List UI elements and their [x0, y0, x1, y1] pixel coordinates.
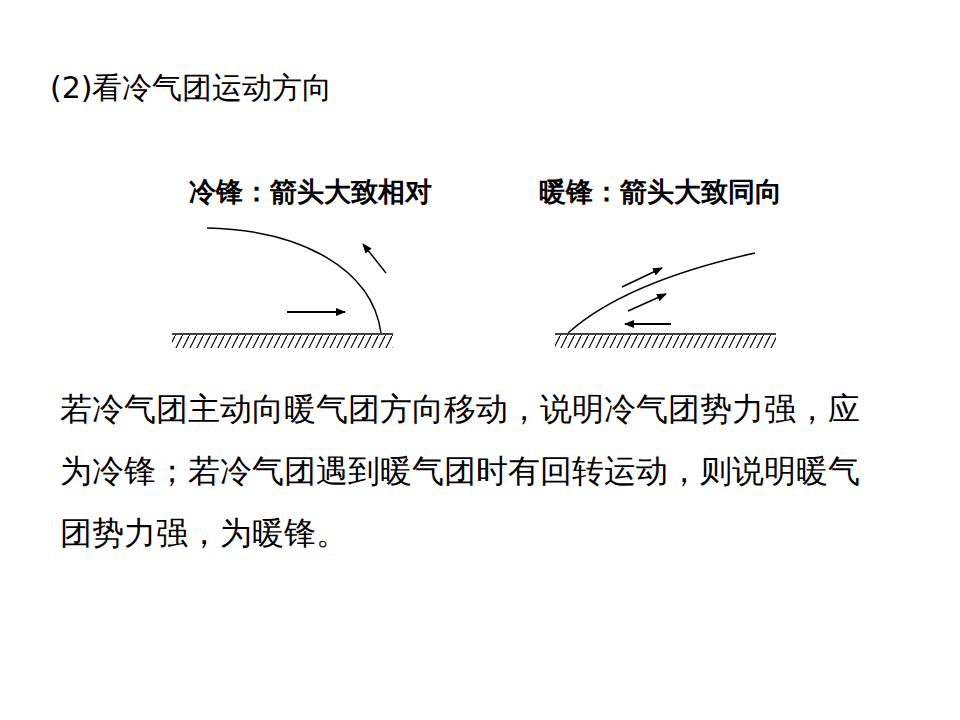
ground-line	[172, 333, 393, 335]
ground-line	[555, 333, 776, 335]
ground-hatching	[172, 335, 393, 348]
front-surface	[568, 253, 755, 333]
warm-air-arrow	[363, 244, 386, 273]
front-surface	[207, 228, 381, 333]
slide-title: (2)看冷气团运动方向	[50, 68, 333, 109]
cold-front-label: 冷锋：箭头大致相对	[189, 174, 432, 210]
explanation-text: 若冷气团主动向暖气团方向移动，说明冷气团势力强，应为冷锋；若冷气团遇到暖气团时有…	[60, 378, 870, 564]
warm-air-arrow	[628, 294, 666, 311]
ground-hatching	[555, 335, 776, 348]
cold-air-arrow	[625, 323, 671, 325]
cold-air-arrow	[287, 311, 345, 313]
warm-front-label: 暖锋：箭头大致同向	[539, 174, 782, 210]
warm-air-arrow	[622, 268, 662, 287]
